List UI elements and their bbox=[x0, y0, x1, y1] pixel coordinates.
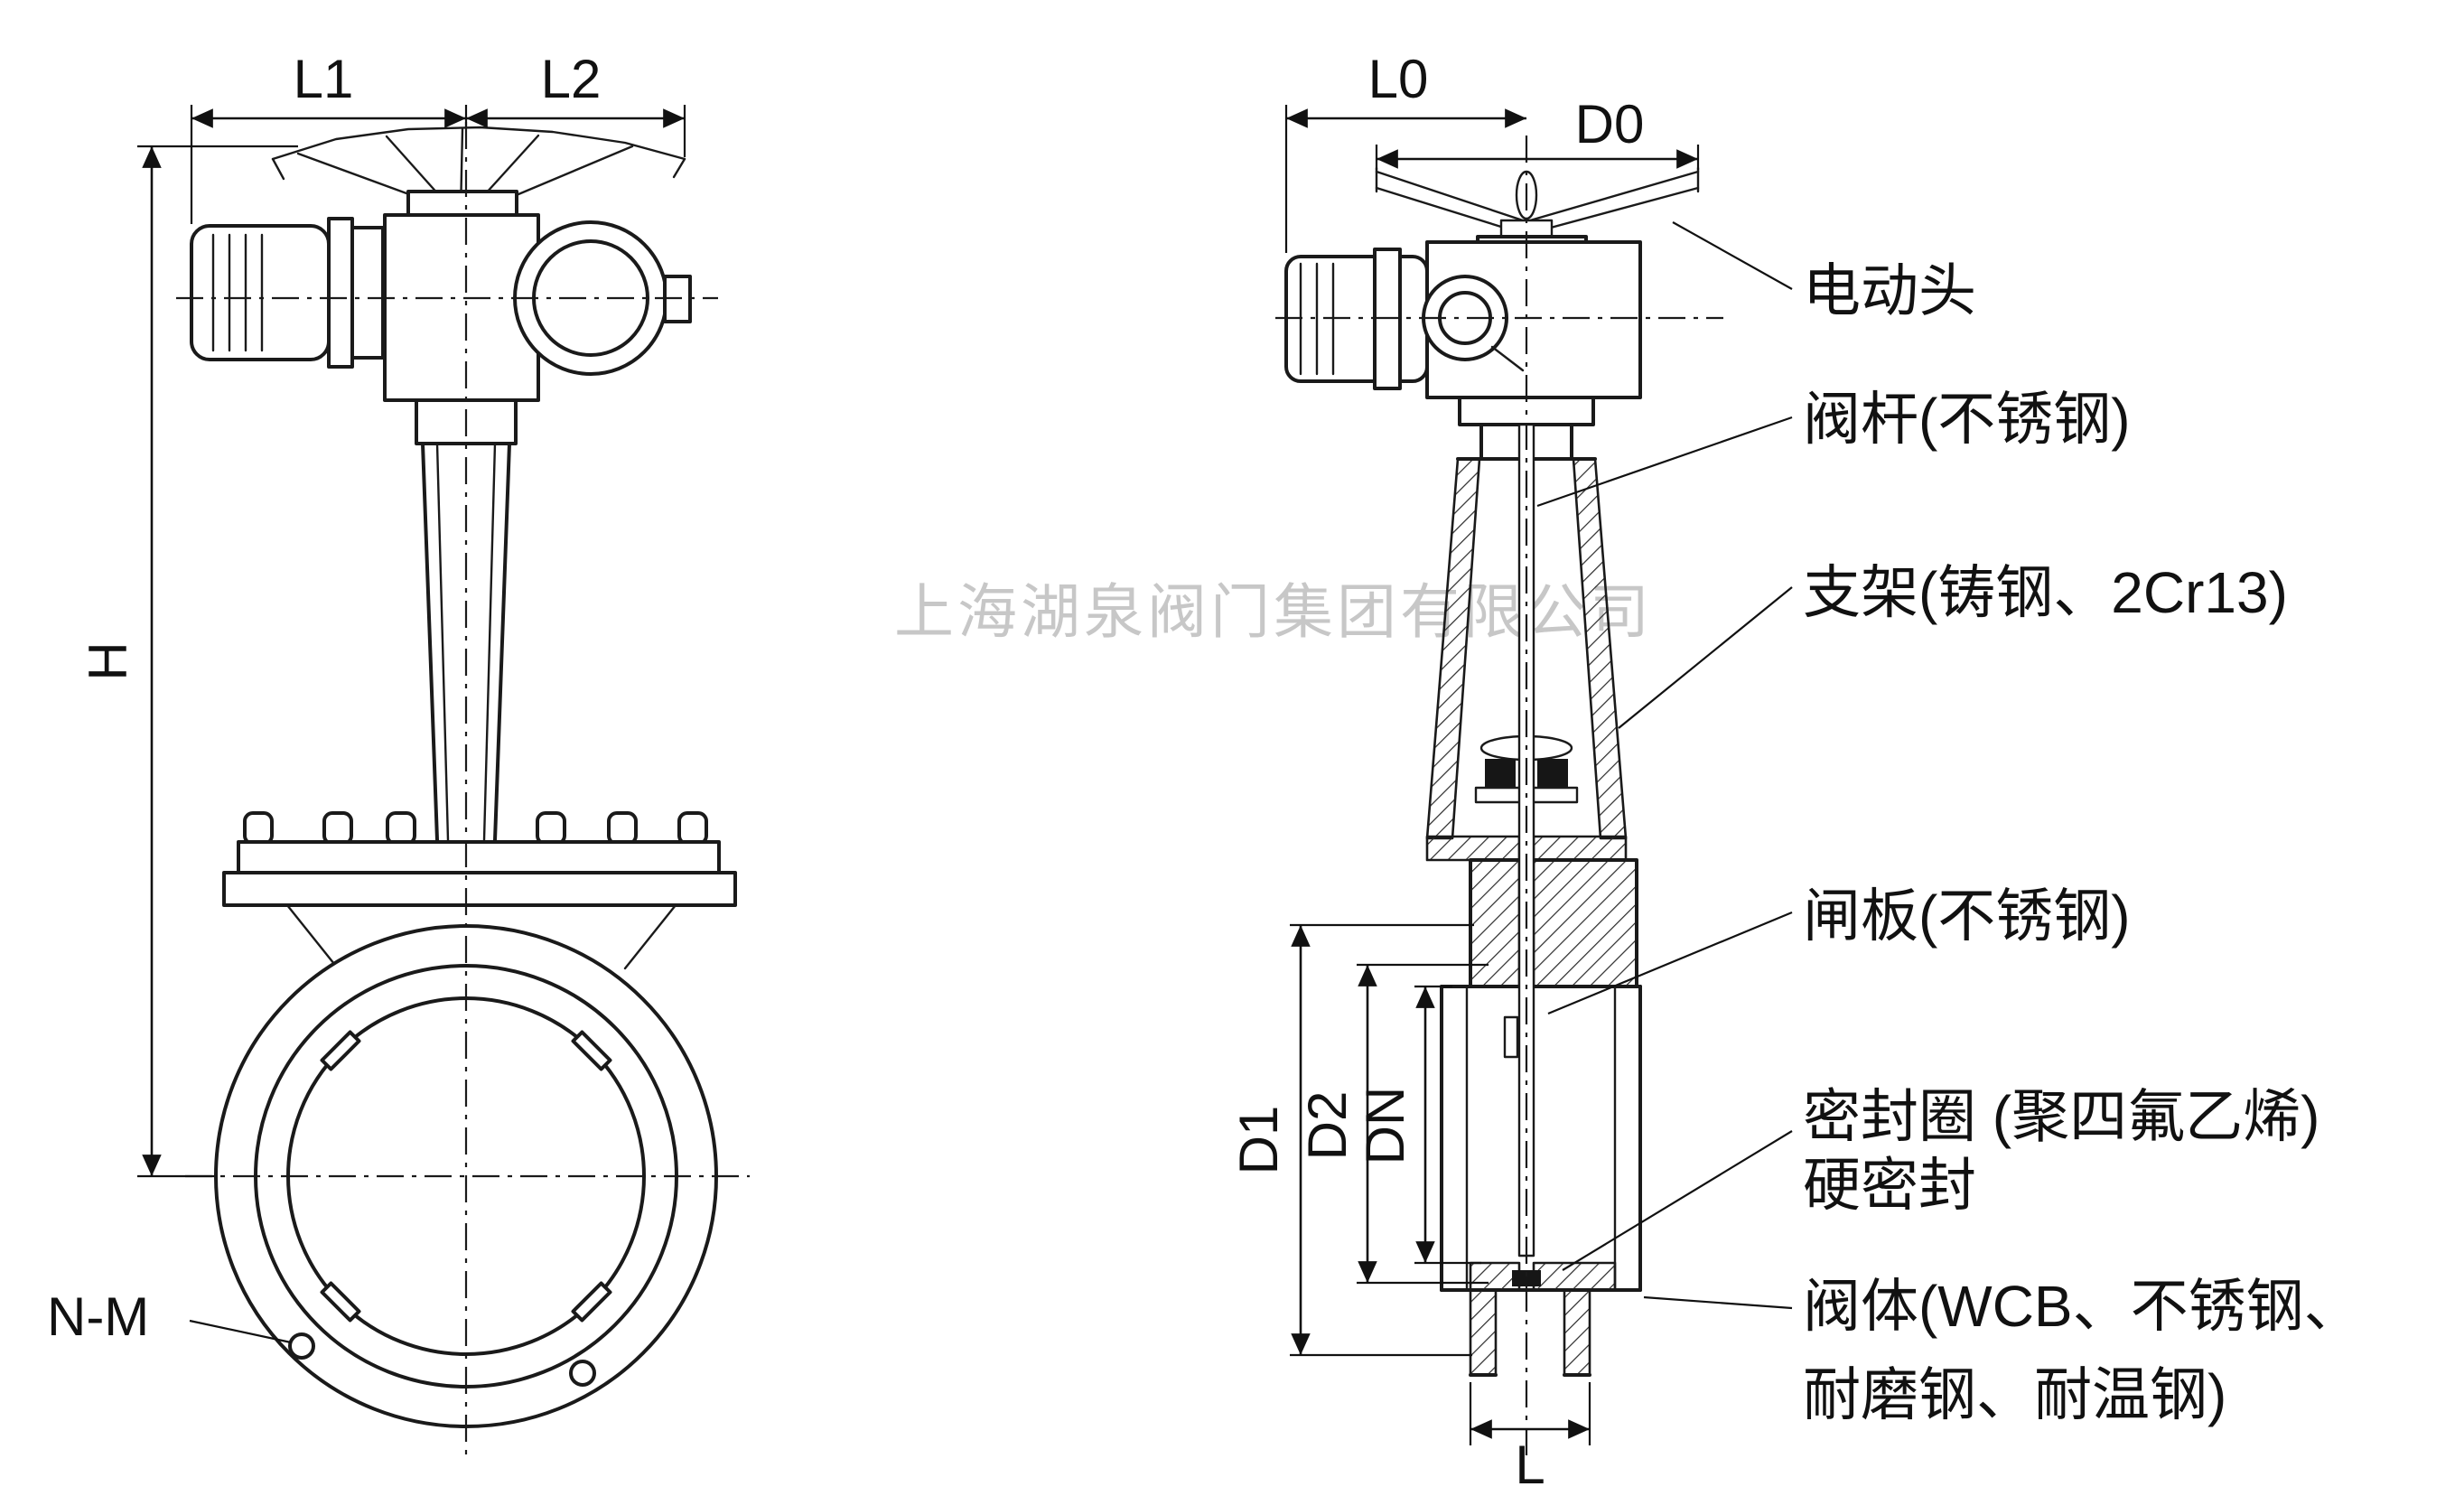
motor-icon bbox=[1284, 255, 1429, 383]
callout-seal-line2: 硬密封 bbox=[1803, 1153, 1976, 1218]
callout-labels: 电动头 阀杆(不锈钢) 支架(铸钢、2Cr13) 闸板(不锈钢) 密封圈 (聚四… bbox=[1803, 258, 2362, 1427]
front-bonnet-flange bbox=[222, 811, 737, 970]
dim-d0: D0 bbox=[1375, 94, 1700, 170]
front-yoke-column bbox=[421, 442, 511, 842]
callout-actuator: 电动头 bbox=[1803, 258, 1976, 323]
dim-l0: L0 bbox=[1284, 49, 1526, 253]
dim-label-l2: L2 bbox=[541, 49, 602, 109]
dim-d1: D1 bbox=[1228, 923, 1474, 1357]
side-bottom-neck bbox=[1469, 1288, 1591, 1377]
dim-l: L bbox=[1469, 1382, 1591, 1495]
callout-body-line2: 耐磨钢、耐温钢) bbox=[1803, 1362, 2226, 1427]
bolt-hole bbox=[288, 1332, 315, 1360]
front-centerlines bbox=[176, 122, 750, 1462]
front-actuator bbox=[190, 190, 692, 445]
callout-stem: 阀杆(不锈钢) bbox=[1803, 387, 2131, 452]
dim-label-nm: N-M bbox=[47, 1286, 149, 1347]
gearbox bbox=[383, 213, 540, 402]
dim-dn: DN bbox=[1355, 985, 1481, 1265]
seal-ring bbox=[1512, 1270, 1541, 1286]
front-view: L1 L2 H N-M bbox=[47, 49, 750, 1462]
gland-packing bbox=[1537, 759, 1568, 788]
callout-seal-line1: 密封圈 (聚四氟乙烯) bbox=[1803, 1084, 2319, 1149]
side-centerlines bbox=[1275, 136, 1723, 1463]
callout-leader-lines bbox=[1536, 221, 1793, 1310]
dim-label-d1: D1 bbox=[1228, 1106, 1289, 1175]
watermark-text: 上海湖泉阀门集团有限公司 bbox=[894, 580, 1653, 646]
bolt-hole bbox=[569, 1360, 596, 1387]
dim-label-d0: D0 bbox=[1575, 94, 1645, 154]
dim-l1-l2: L1 L2 bbox=[190, 49, 686, 224]
side-seat-seal bbox=[1469, 1261, 1617, 1292]
dim-label-d2: D2 bbox=[1297, 1091, 1358, 1161]
dim-label-l1: L1 bbox=[294, 49, 354, 109]
dim-label-l: L bbox=[1515, 1435, 1545, 1495]
callout-gate: 闸板(不锈钢) bbox=[1803, 884, 2131, 949]
dim-label-h: H bbox=[78, 641, 138, 680]
dim-label-dn: DN bbox=[1355, 1087, 1415, 1165]
side-view: L0 D0 D1 D2 DN bbox=[1228, 49, 2362, 1495]
gland-packing bbox=[1485, 759, 1516, 788]
dim-nm: N-M bbox=[47, 1286, 292, 1347]
callout-bracket: 支架(铸钢、2Cr13) bbox=[1803, 560, 2288, 625]
dim-label-l0: L0 bbox=[1368, 49, 1429, 109]
side-stuffing-box bbox=[1469, 858, 1638, 988]
dim-h: H bbox=[78, 145, 298, 1178]
dim-d2: D2 bbox=[1297, 963, 1489, 1285]
callout-body-line1: 阀体(WCB、不锈钢、 bbox=[1803, 1274, 2362, 1339]
